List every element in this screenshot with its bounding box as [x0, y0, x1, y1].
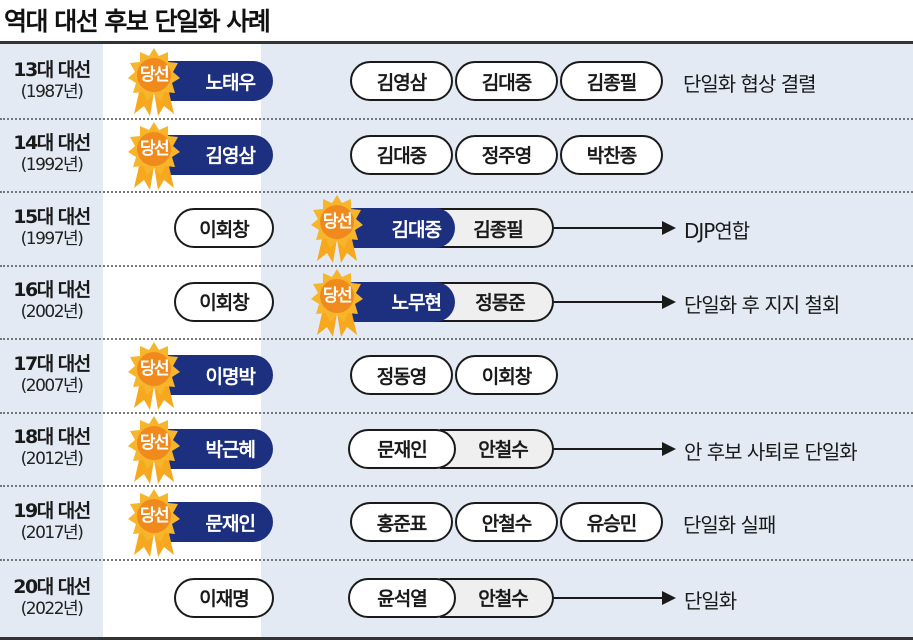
candidate-pill: 홍준표	[350, 502, 453, 542]
table-row: 19대 대선(2017년) 문재인 당선 홍준표 안철수 유승민 단일화 실패	[0, 485, 913, 561]
winner-badge-icon: 당선	[128, 48, 180, 118]
badge-text: 당선	[139, 65, 170, 85]
outcome-note: 안 후보 사퇴로 단일화	[684, 439, 858, 464]
year-label: (1992년)	[20, 155, 84, 176]
candidate-pill: 이회창	[455, 355, 558, 395]
table-row: 13대 대선(1987년) 노태우 당선 김영삼 김대중 김종필 단일화 협상 …	[0, 44, 913, 120]
candidate-pill: 이회창	[174, 281, 274, 322]
edition-label: 15대 대선	[13, 205, 91, 228]
year-label: (1987년)	[20, 81, 84, 102]
candidate-pill: 유승민	[560, 502, 663, 542]
outcome-note: 단일화 후 지지 철회	[684, 292, 840, 317]
candidate-pill: 김대중	[350, 134, 453, 175]
candidate-pill: 윤석열	[348, 577, 456, 618]
year-label: (2007년)	[20, 375, 84, 396]
arrow-icon	[554, 590, 676, 605]
badge-text: 당선	[139, 359, 170, 379]
candidate-pill: 안철수	[455, 502, 558, 542]
candidate-pill: 김영삼	[350, 61, 453, 101]
table-row: 18대 대선(2012년) 박근혜 당선 안철수 문재인 안 후보 사퇴로 단일…	[0, 412, 913, 487]
badge-text: 당선	[139, 506, 170, 526]
table-row: 14대 대선(1992년) 김영삼 당선 김대중 정주영 박찬종	[0, 118, 913, 193]
candidate-pill: 정주영	[455, 134, 558, 175]
edition-label: 18대 대선	[13, 426, 91, 449]
year-label: (2012년)	[20, 449, 84, 470]
outcome-note: 단일화	[684, 588, 737, 613]
table-row: 15대 대선(1997년) 이회창 김종필 김대중 당선 DJP연합	[0, 191, 913, 267]
table-row: 20대 대선(2022년) 이재명 안철수 윤석열 단일화	[0, 559, 913, 637]
winner-badge-icon: 당선	[128, 489, 180, 559]
outcome-note: 단일화 협상 결렬	[683, 72, 817, 96]
year-label: (2002년)	[20, 302, 84, 323]
edition-label: 20대 대선	[13, 575, 91, 598]
edition-label: 13대 대선	[13, 58, 91, 81]
candidate-pill: 정동영	[350, 355, 453, 395]
winner-badge-icon: 당선	[128, 121, 180, 192]
badge-text: 당선	[322, 212, 353, 232]
candidate-pill: 김종필	[560, 61, 663, 101]
winner-badge-icon: 당선	[128, 415, 180, 486]
badge-text: 당선	[139, 138, 170, 159]
edition-label: 19대 대선	[13, 499, 91, 522]
winner-badge-icon: 당선	[311, 195, 363, 265]
candidate-pill: 이재명	[174, 577, 274, 618]
badge-text: 당선	[322, 285, 353, 306]
edition-label: 17대 대선	[13, 352, 91, 375]
table-row: 16대 대선(2002년) 이회창 정몽준 노무현 당선 단일화 후 지지 철회	[0, 265, 913, 340]
winner-badge-icon: 당선	[128, 342, 180, 412]
candidate-pill: 김대중	[455, 61, 558, 101]
arrow-icon	[554, 294, 676, 309]
edition-label: 16대 대선	[13, 279, 91, 302]
year-label: (2017년)	[20, 522, 84, 543]
partner-pill: 안철수	[440, 577, 554, 618]
winner-badge-icon: 당선	[311, 268, 363, 339]
chart-title: 역대 대선 후보 단일화 사례	[4, 7, 271, 36]
outcome-note: 단일화 실패	[683, 513, 776, 537]
candidate-pill: 문재인	[348, 428, 456, 469]
partner-pill: 안철수	[440, 428, 554, 469]
table-row: 17대 대선(2007년) 이명박 당선 정동영 이회창	[0, 338, 913, 414]
edition-label: 14대 대선	[13, 132, 91, 155]
arrow-icon	[554, 221, 676, 235]
candidate-pill: 박찬종	[560, 134, 663, 175]
arrow-icon	[554, 441, 676, 456]
year-label: (1997년)	[20, 228, 84, 249]
outcome-note: DJP연합	[684, 219, 750, 243]
candidate-pill: 이회창	[174, 208, 274, 248]
year-label: (2022년)	[20, 598, 84, 619]
unification-table: 13대 대선(1987년) 노태우 당선 김영삼 김대중 김종필 단일화 협상 …	[0, 41, 913, 640]
badge-text: 당선	[139, 432, 170, 453]
